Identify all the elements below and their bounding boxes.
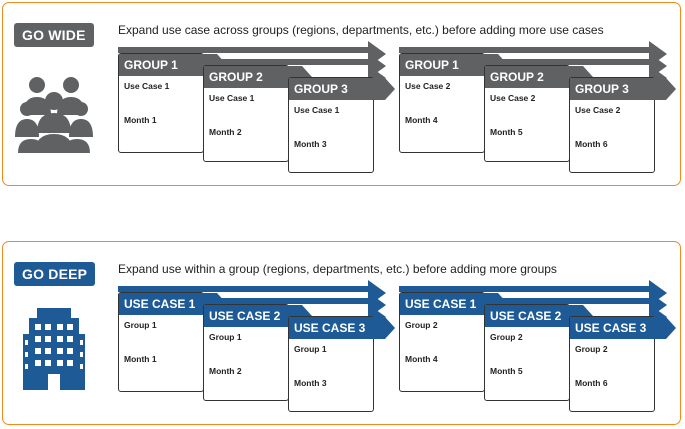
card-month: Month 6 <box>575 139 608 149</box>
card-use-case: Use Case 2 <box>575 105 621 115</box>
go-deep-right-stack: USE CASE 1 Group 2 Month 4 USE CASE 2 Gr… <box>399 280 676 416</box>
people-group-icon <box>15 77 93 153</box>
card-month: Month 6 <box>575 378 608 388</box>
use-case-1-card: USE CASE 1 Group 2 Month 4 <box>399 292 508 392</box>
card-month: Month 3 <box>294 139 327 149</box>
group-2-card: GROUP 2 Use Case 1 Month 2 <box>203 65 312 162</box>
go-deep-heading: Expand use within a group (regions, depa… <box>118 262 557 276</box>
card-use-case: Use Case 1 <box>124 81 170 91</box>
card-month: Month 1 <box>124 354 157 364</box>
go-wide-badge: GO WIDE <box>14 23 94 47</box>
arrow-stripe <box>399 47 655 53</box>
card-group: Group 2 <box>575 344 608 354</box>
go-wide-panel: GO WIDE Expand use case across groups (r… <box>2 2 681 186</box>
card-group: Group 2 <box>490 332 523 342</box>
arrow-stripe <box>399 286 655 292</box>
card-group: Group 1 <box>124 320 157 330</box>
go-wide-left-stack: GROUP 1 Use Case 1 Month 1 GROUP 2 Use C… <box>118 41 395 177</box>
use-case-2-card: USE CASE 2 Group 2 Month 5 <box>484 304 593 401</box>
card-header: USE CASE 3 <box>570 317 676 339</box>
card-month: Month 3 <box>294 378 327 388</box>
arrow-stripe <box>484 298 655 304</box>
card-use-case: Use Case 2 <box>490 93 536 103</box>
card-month: Month 4 <box>405 354 438 364</box>
arrow-stripe <box>203 298 374 304</box>
card-header: USE CASE 3 <box>289 317 395 339</box>
go-deep-badge: GO DEEP <box>14 262 96 286</box>
group-3-card: GROUP 3 Use Case 1 Month 3 <box>288 77 395 173</box>
group-2-card: GROUP 2 Use Case 2 Month 5 <box>484 65 593 162</box>
go-wide-right-stack: GROUP 1 Use Case 2 Month 4 GROUP 2 Use C… <box>399 41 676 177</box>
card-group: Group 2 <box>405 320 438 330</box>
use-case-3-card: USE CASE 3 Group 2 Month 6 <box>569 316 676 412</box>
card-month: Month 4 <box>405 115 438 125</box>
group-3-card: GROUP 3 Use Case 2 Month 6 <box>569 77 676 173</box>
card-month: Month 5 <box>490 366 523 376</box>
card-header: GROUP 3 <box>570 78 676 100</box>
card-month: Month 5 <box>490 127 523 137</box>
use-case-2-card: USE CASE 2 Group 1 Month 2 <box>203 304 312 401</box>
card-group: Group 1 <box>209 332 242 342</box>
go-deep-left-stack: USE CASE 1 Group 1 Month 1 USE CASE 2 Gr… <box>118 280 395 416</box>
card-use-case: Use Case 2 <box>405 81 451 91</box>
go-wide-heading: Expand use case across groups (regions, … <box>118 23 604 37</box>
card-month: Month 1 <box>124 115 157 125</box>
card-use-case: Use Case 1 <box>209 93 255 103</box>
arrow-stripe <box>118 286 374 292</box>
card-month: Month 2 <box>209 366 242 376</box>
arrow-stripe <box>484 59 655 65</box>
arrow-stripe <box>203 59 374 65</box>
card-use-case: Use Case 1 <box>294 105 340 115</box>
go-deep-panel: GO DEEP Expand use within a group (regio… <box>2 241 681 425</box>
office-building-icon <box>23 308 85 390</box>
use-case-1-card: USE CASE 1 Group 1 Month 1 <box>118 292 227 392</box>
group-1-card: GROUP 1 Use Case 1 Month 1 <box>118 53 227 153</box>
arrow-stripe <box>118 47 374 53</box>
group-1-card: GROUP 1 Use Case 2 Month 4 <box>399 53 508 153</box>
card-month: Month 2 <box>209 127 242 137</box>
card-group: Group 1 <box>294 344 327 354</box>
card-header: GROUP 3 <box>289 78 395 100</box>
use-case-3-card: USE CASE 3 Group 1 Month 3 <box>288 316 395 412</box>
